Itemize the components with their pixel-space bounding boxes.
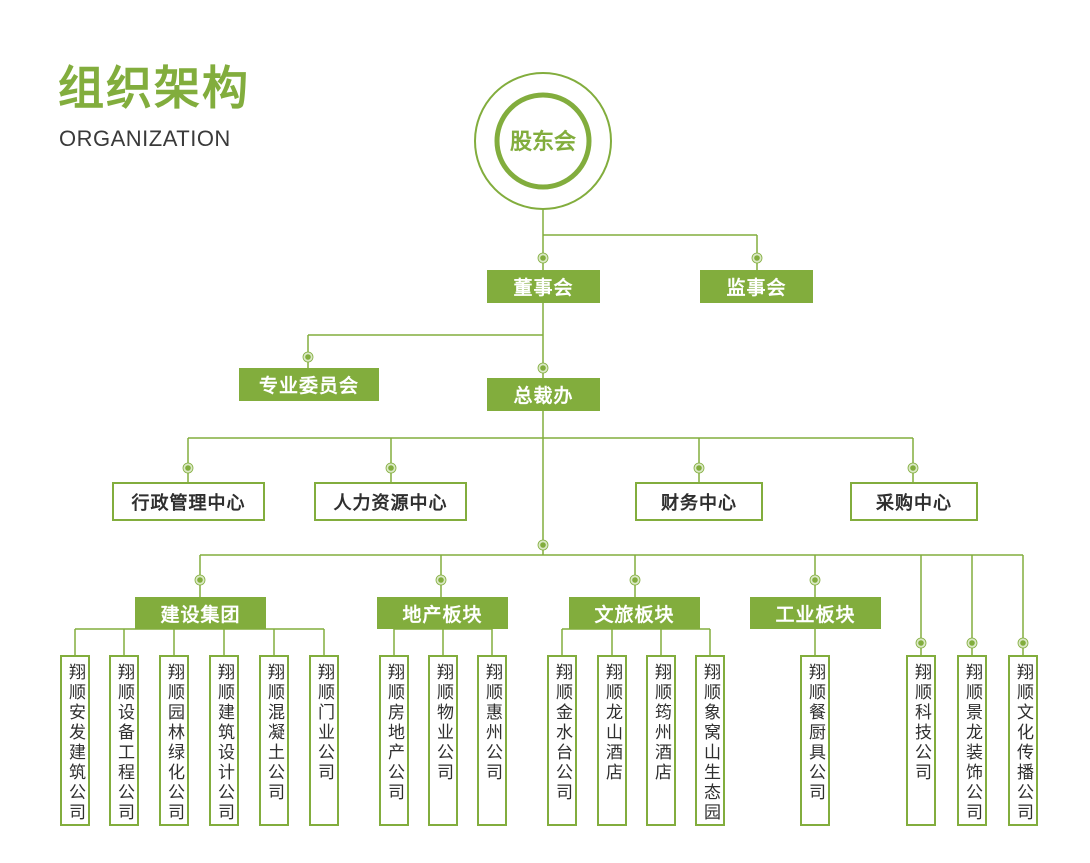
connector-dot xyxy=(435,574,447,586)
connector-dots xyxy=(182,252,1029,649)
division-realestate-box: 地产板块 xyxy=(377,597,508,629)
connector-dot xyxy=(537,362,549,374)
connector-dot xyxy=(907,462,919,474)
center-procurement-box: 采购中心 xyxy=(850,482,978,521)
board-of-directors-box: 董事会 xyxy=(487,270,600,303)
connector-dot xyxy=(182,462,194,474)
division-tourism-box: 文旅板块 xyxy=(569,597,700,629)
company-box: 翔顺混凝土公司 xyxy=(259,655,289,826)
independent-company-box: 翔顺文化传播公司 xyxy=(1008,655,1038,826)
connector-dot xyxy=(1017,637,1029,649)
company-box: 翔顺筠州酒店 xyxy=(646,655,676,826)
company-box: 翔顺建筑设计公司 xyxy=(209,655,239,826)
supervisory-board-box: 监事会 xyxy=(700,270,813,303)
shareholders-inner-ring xyxy=(494,92,592,190)
connector-lines xyxy=(74,209,1024,655)
division-construction-box: 建设集团 xyxy=(135,597,266,629)
independent-company-box: 翔顺景龙装饰公司 xyxy=(957,655,987,826)
page-title: 组织架构 xyxy=(58,62,250,114)
company-box: 翔顺物业公司 xyxy=(428,655,458,826)
company-box: 翔顺安发建筑公司 xyxy=(60,655,90,826)
company-box: 翔顺园林绿化公司 xyxy=(159,655,189,826)
independent-company-box: 翔顺科技公司 xyxy=(906,655,936,826)
page-subtitle: ORGANIZATION xyxy=(59,126,231,151)
company-box: 翔顺房地产公司 xyxy=(379,655,409,826)
connector-dot xyxy=(302,351,314,363)
center-hr-box: 人力资源中心 xyxy=(314,482,467,521)
connector-dot xyxy=(751,252,763,264)
company-box: 翔顺象窝山生态园 xyxy=(695,655,725,826)
company-box: 翔顺设备工程公司 xyxy=(109,655,139,826)
connector-dot xyxy=(629,574,641,586)
shareholders-meeting-label: 股东会 xyxy=(510,129,576,154)
company-box: 翔顺龙山酒店 xyxy=(597,655,627,826)
committee-box: 专业委员会 xyxy=(239,368,379,401)
connector-dot xyxy=(537,252,549,264)
center-admin-box: 行政管理中心 xyxy=(112,482,265,521)
company-box: 翔顺餐厨具公司 xyxy=(800,655,830,826)
company-box: 翔顺金水台公司 xyxy=(547,655,577,826)
connector-dot xyxy=(537,539,549,551)
president-office-box: 总裁办 xyxy=(487,378,600,411)
connector-dot xyxy=(966,637,978,649)
connector-dot xyxy=(194,574,206,586)
connector-dot xyxy=(385,462,397,474)
connector-dot xyxy=(693,462,705,474)
company-box: 翔顺惠州公司 xyxy=(477,655,507,826)
connector-dot xyxy=(915,637,927,649)
connector-dot xyxy=(809,574,821,586)
division-industry-box: 工业板块 xyxy=(750,597,881,629)
company-box: 翔顺门业公司 xyxy=(309,655,339,826)
center-finance-box: 财务中心 xyxy=(635,482,763,521)
